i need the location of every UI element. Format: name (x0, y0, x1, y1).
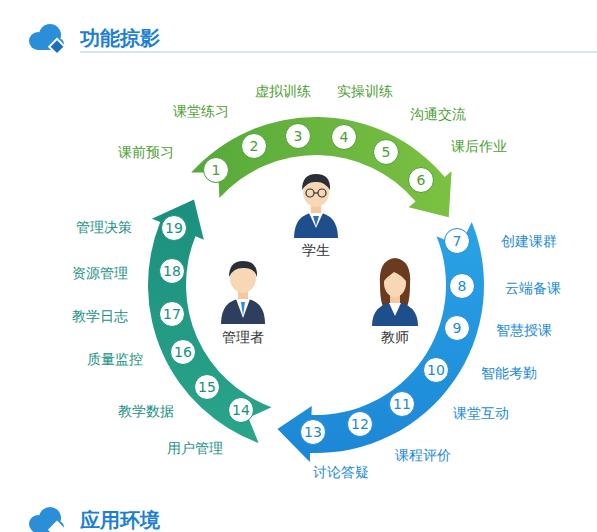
step-circle: 3虚拟训练 (285, 123, 311, 149)
step-circle: 10智能考勤 (423, 357, 449, 383)
step-circle: 15教学数据 (194, 374, 220, 400)
step-label: 课程评价 (395, 447, 451, 465)
step-number: 17 (160, 302, 184, 326)
step-label: 质量监控 (87, 351, 143, 369)
step-circle: 12课程评价 (347, 411, 373, 437)
step-number: 16 (171, 340, 195, 364)
step-label: 课堂互动 (453, 405, 509, 423)
step-number: 8 (450, 274, 474, 298)
cycle-bands (148, 117, 484, 462)
step-circle: 7创建课群 (444, 228, 470, 254)
student-figure (294, 174, 338, 238)
header-rule (80, 52, 597, 53)
step-circle: 9智慧授课 (444, 315, 470, 341)
role-label: 教师 (381, 329, 409, 347)
step-number: 7 (445, 229, 469, 253)
cloud-icon (29, 24, 66, 56)
step-label: 沟通交流 (410, 106, 466, 124)
section-title: 功能掠影 (80, 25, 160, 52)
step-number: 9 (445, 316, 469, 340)
step-circle: 14用户管理 (228, 397, 254, 423)
step-label: 创建课群 (501, 233, 557, 251)
step-label: 智慧授课 (496, 322, 552, 340)
step-number: 18 (160, 259, 184, 283)
step-number: 5 (374, 140, 398, 164)
step-number: 19 (162, 216, 186, 240)
step-number: 14 (229, 398, 253, 422)
step-number: 11 (390, 392, 414, 416)
role-label: 学生 (302, 242, 330, 260)
step-label: 课堂练习 (173, 103, 229, 121)
step-label: 讨论答疑 (313, 464, 369, 482)
step-label: 虚拟训练 (255, 83, 311, 101)
step-label: 管理决策 (76, 219, 132, 237)
cycle-band (191, 117, 451, 217)
step-circle: 17教学日志 (159, 301, 185, 327)
step-circle: 5沟通交流 (373, 139, 399, 165)
step-label: 教学日志 (72, 308, 128, 326)
teacher-figure (372, 258, 418, 326)
step-circle: 13讨论答疑 (300, 419, 326, 445)
step-circle: 18资源管理 (159, 258, 185, 284)
step-circle: 8云端备课 (449, 273, 475, 299)
step-circle: 19管理决策 (161, 215, 187, 241)
section-title: 应用环境 (80, 507, 160, 532)
step-label: 用户管理 (167, 440, 223, 458)
step-label: 智能考勤 (481, 365, 537, 383)
cycle-band (277, 222, 484, 462)
step-circle: 4实操训练 (331, 124, 357, 150)
step-number: 12 (348, 412, 372, 436)
step-label: 云端备课 (505, 280, 561, 298)
step-circle: 16质量监控 (170, 339, 196, 365)
step-label: 教学数据 (118, 403, 174, 421)
step-number: 6 (409, 168, 433, 192)
role-label: 管理者 (222, 329, 264, 347)
cloud-icon (29, 507, 66, 532)
step-number: 4 (332, 125, 356, 149)
step-circle: 2课堂练习 (241, 133, 267, 159)
step-number: 1 (204, 158, 228, 182)
step-circle: 1课前预习 (203, 157, 229, 183)
step-circle: 6课后作业 (408, 167, 434, 193)
step-label: 课前预习 (118, 144, 174, 162)
step-label: 课后作业 (451, 138, 507, 156)
step-number: 10 (424, 358, 448, 382)
step-number: 13 (301, 420, 325, 444)
step-number: 3 (286, 124, 310, 148)
step-number: 2 (242, 134, 266, 158)
manager-figure (221, 261, 265, 324)
step-circle: 11课堂互动 (389, 391, 415, 417)
step-label: 资源管理 (72, 265, 128, 283)
step-label: 实操训练 (337, 83, 393, 101)
step-number: 15 (195, 375, 219, 399)
